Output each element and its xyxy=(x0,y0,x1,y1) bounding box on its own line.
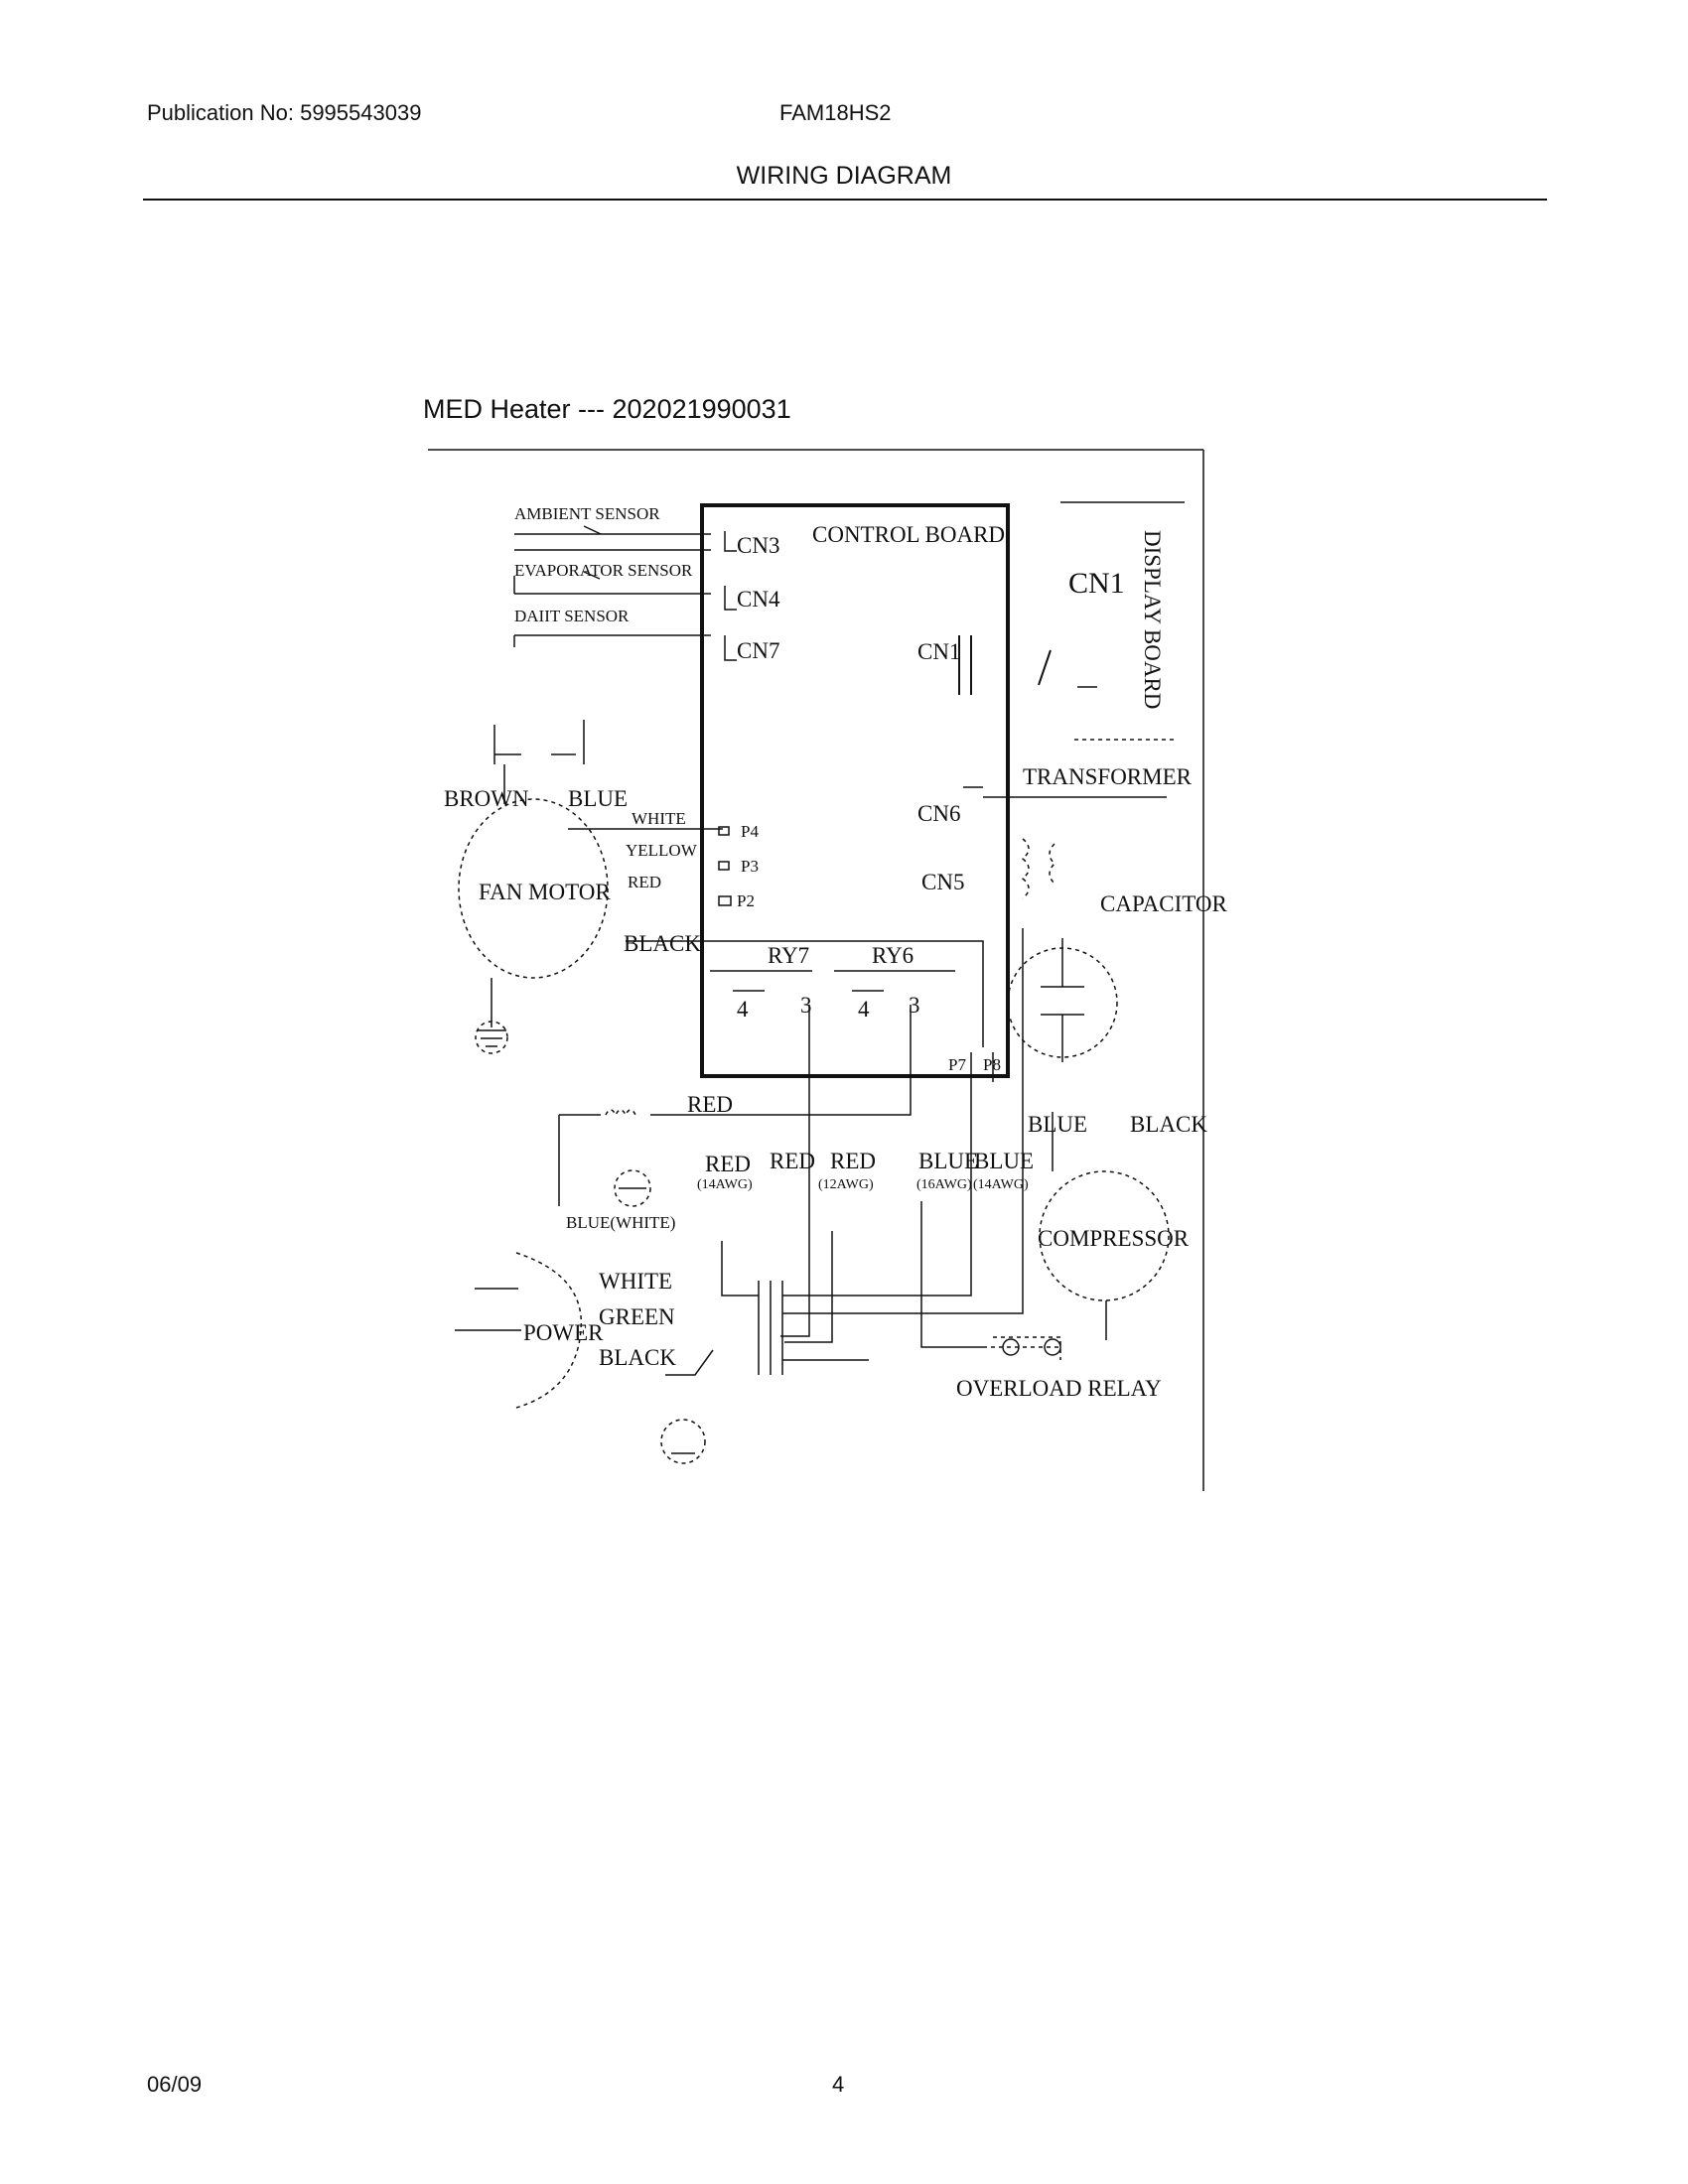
relay-terminal-4b: 4 xyxy=(858,997,870,1022)
footer-page-number: 4 xyxy=(832,2072,845,2097)
wire-white-fan-label: WHITE xyxy=(632,809,686,828)
power-ground-circle xyxy=(660,1419,706,1464)
ambient-sensor-wires xyxy=(514,533,711,551)
header-divider xyxy=(143,199,1547,201)
heater-red-wire xyxy=(559,1005,912,1116)
black-fan-wire xyxy=(626,940,984,1047)
capacitor-label: CAPACITOR xyxy=(1100,891,1227,916)
wire-green-power-label: GREEN xyxy=(599,1304,675,1329)
power-label: POWER xyxy=(523,1320,604,1345)
cn5-coil-b xyxy=(1049,843,1056,885)
display-slash xyxy=(1038,649,1052,686)
evaporator-sensor-label: EVAPORATOR SENSOR xyxy=(514,561,693,580)
relay-ry7: RY7 xyxy=(768,943,809,968)
display-cn1: CN1 xyxy=(1068,567,1125,600)
drain-sensor-wire xyxy=(513,634,711,647)
wire-yellow-label: YELLOW xyxy=(626,841,698,860)
sensor-ticks xyxy=(583,525,602,580)
red12-wire xyxy=(784,1231,833,1343)
contactor-block xyxy=(758,1281,783,1375)
relay-ry6: RY6 xyxy=(872,943,914,968)
wire-blue-fan-label: BLUE xyxy=(568,786,628,811)
compressor-label: COMPRESSOR xyxy=(1038,1226,1190,1251)
wire-brown-label: BROWN xyxy=(444,786,529,811)
page-title: WIRING DIAGRAM xyxy=(736,162,952,190)
connector-p8: P8 xyxy=(983,1055,1001,1074)
connector-cn6: CN6 xyxy=(917,801,960,826)
connector-cn1: CN1 xyxy=(917,639,960,664)
p7-blue-wire xyxy=(782,1052,972,1297)
cn5-blue-wire xyxy=(782,928,1024,1314)
fan-switch-top xyxy=(493,720,585,764)
fan-motor-circle xyxy=(458,798,609,979)
cn-brackets xyxy=(724,531,737,661)
p4-terminal xyxy=(718,826,730,836)
overload-relay-label: OVERLOAD RELAY xyxy=(956,1376,1162,1401)
power-plug-outline xyxy=(515,1252,583,1409)
overload-contact-b xyxy=(1044,1338,1061,1356)
relay-terminal-3a: 3 xyxy=(800,993,812,1018)
compressor-circle xyxy=(1039,1170,1170,1301)
p3-terminal xyxy=(718,861,730,871)
wire-red-12-gauge: (12AWG) xyxy=(818,1177,874,1192)
overload-contact-a xyxy=(1002,1338,1020,1356)
heater-element xyxy=(605,1109,636,1117)
black-power-wire xyxy=(665,1349,714,1376)
cn5-coil-a xyxy=(1021,838,1030,899)
wire-blue-comp-label: BLUE xyxy=(1028,1112,1087,1137)
wire-blue-white-label: BLUE(WHITE) xyxy=(566,1213,675,1232)
publication-number: Publication No: 5995543039 xyxy=(147,100,422,125)
connector-p4: P4 xyxy=(741,822,759,841)
fan-ground-circle xyxy=(475,1021,508,1054)
connector-cn7: CN7 xyxy=(737,638,779,663)
fan-motor-label: FAN MOTOR xyxy=(479,880,611,904)
connector-p3: P3 xyxy=(741,857,759,876)
connector-p2: P2 xyxy=(737,891,755,910)
wire-black-power-label: BLACK xyxy=(599,1345,676,1370)
drain-sensor-label: DAIIT SENSOR xyxy=(514,607,630,625)
wire-red-12-label: RED xyxy=(830,1149,876,1173)
wire-blue-16-gauge: (16AWG) xyxy=(916,1177,972,1192)
wire-white-power-label: WHITE xyxy=(599,1269,672,1294)
wire-red-14-label: RED xyxy=(705,1152,751,1176)
connector-cn5: CN5 xyxy=(921,870,964,894)
p2-terminal xyxy=(718,895,732,906)
connector-cn3: CN3 xyxy=(737,533,779,558)
footer-date: 06/09 xyxy=(147,2072,203,2097)
evaporator-sensor-wire xyxy=(513,576,711,595)
relay-terminal-4a: 4 xyxy=(737,997,749,1022)
ambient-sensor-label: AMBIENT SENSOR xyxy=(514,504,660,523)
connector-p7: P7 xyxy=(948,1055,966,1074)
wire-red-14-gauge: (14AWG) xyxy=(697,1177,753,1192)
red14-wire xyxy=(721,1241,759,1297)
fan-ground-icon xyxy=(477,1029,506,1047)
wire-blue-16-label: BLUE xyxy=(918,1149,978,1173)
connector-cn4: CN4 xyxy=(737,587,780,612)
wire-red-fan-label: RED xyxy=(628,873,661,891)
relay-terminal-3b: 3 xyxy=(909,993,920,1018)
overload-relay-symbol xyxy=(983,1336,1061,1360)
ry7-red-wire xyxy=(780,1005,810,1337)
transformer-label: TRANSFORMER xyxy=(1023,764,1193,789)
wire-red-mid-label: RED xyxy=(770,1149,815,1173)
control-board-box xyxy=(700,503,1010,1078)
wire-black-comp-label: BLACK xyxy=(1130,1112,1207,1137)
wire-blue-14-gauge: (14AWG) xyxy=(973,1177,1029,1192)
blue16-wire xyxy=(920,1201,983,1348)
model-number: FAM18HS2 xyxy=(779,100,892,125)
wire-red-heater-label: RED xyxy=(687,1092,733,1117)
heater-thermostat-circle xyxy=(614,1169,651,1207)
control-board-label: CONTROL BOARD xyxy=(812,522,1005,547)
wire-blue-14-label: BLUE xyxy=(974,1149,1034,1173)
wire-black-fan-label: BLACK xyxy=(624,931,701,956)
diagram-subtitle: MED Heater --- 202021990031 xyxy=(423,394,791,424)
display-board-label: DISPLAY BOARD xyxy=(1140,530,1165,709)
